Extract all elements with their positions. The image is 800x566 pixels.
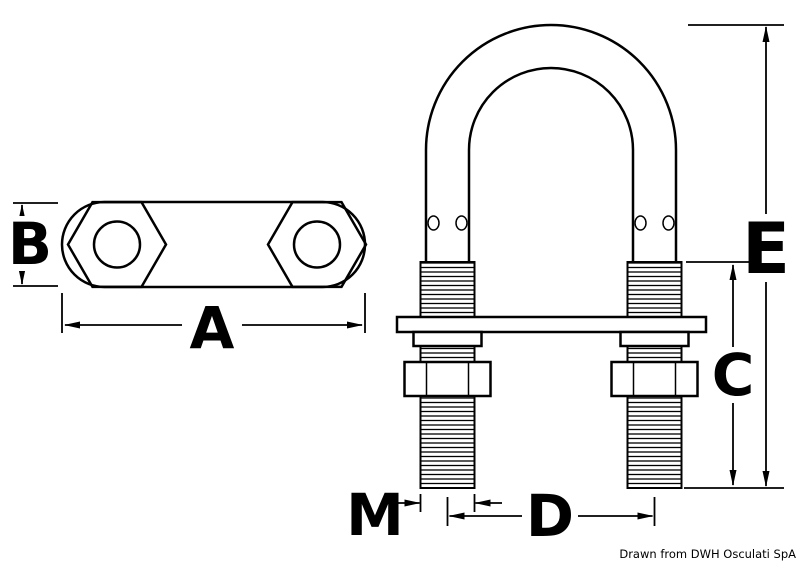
hex-nut-top-view-right [266,200,368,289]
bolt-hole-left [92,220,142,269]
dimension-label-c: C [712,341,755,409]
hex-nut-left [403,360,492,398]
hex-nut-top-view-left [66,200,168,289]
plate-outline [60,200,367,289]
ubolt-bend-inner-arc [467,66,635,151]
dimension-label-a: A [190,294,235,362]
credit-text: Drawn from DWH Osculati SpA [619,547,796,561]
dimension-label-d: D [526,482,574,550]
dimension-b: B [2,202,58,287]
label-background-b [2,216,58,271]
washer-left [412,330,483,348]
label-background-c [705,347,761,403]
washer-right [619,330,690,348]
label-background-e [734,214,796,282]
ubolt-bend-outer-arc [424,23,678,151]
dimension-m: M [346,481,502,549]
dimension-e: E [684,24,796,489]
dimension-label-m: M [346,481,404,549]
hex-nut-right [610,360,699,398]
bend-mark-left-leg-inner [455,215,468,231]
bolt-hole-right [292,220,342,269]
ubolt-front-view [395,23,708,489]
dimension-c: C [686,261,761,486]
bend-mark-left-leg-outer [427,215,440,231]
label-background-a [182,299,242,353]
label-background-d [522,492,578,540]
plate-top-view [60,200,368,289]
dimension-a: A [61,293,366,362]
bend-mark-right-leg-inner [634,215,647,231]
bend-mark-right-leg-outer [662,215,675,231]
mounting-plate [395,315,708,334]
dimension-d: D [446,482,656,550]
dimension-label-b: B [8,210,52,278]
dimension-label-e: E [742,208,790,290]
